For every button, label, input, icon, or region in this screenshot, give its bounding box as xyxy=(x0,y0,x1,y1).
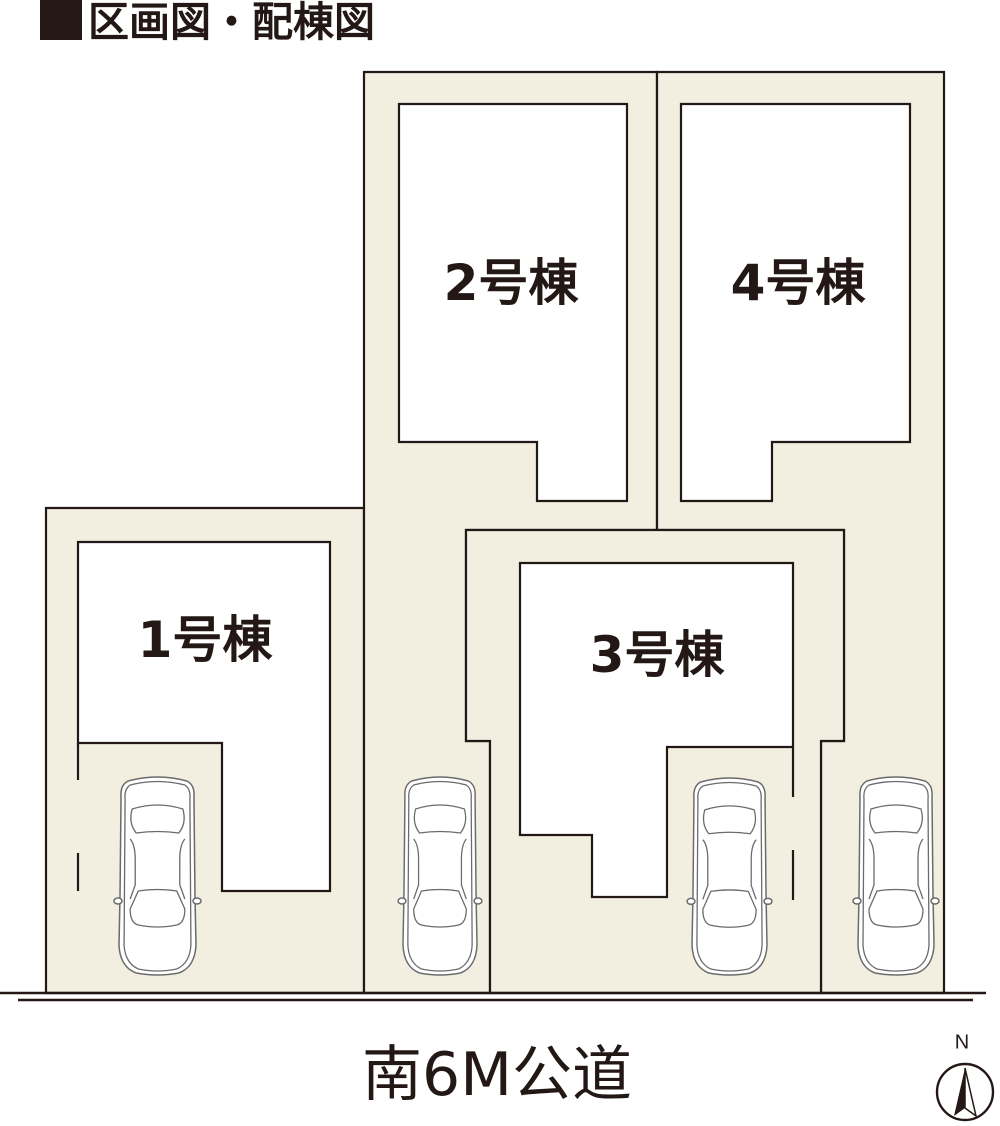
buildings-layer xyxy=(76,102,912,899)
building-2 xyxy=(397,102,629,503)
title-text: 区画図・配棟図 xyxy=(88,0,375,46)
building-4-label: 4号棟 xyxy=(730,254,866,312)
road-label: 南6M公道 xyxy=(362,1040,632,1110)
building-1-label: 1号棟 xyxy=(137,611,273,669)
car-4-icon xyxy=(852,776,940,976)
building-3-label: 3号棟 xyxy=(589,626,725,684)
north-label: N xyxy=(954,1031,970,1054)
building-2-label: 2号棟 xyxy=(443,254,579,312)
road-edge xyxy=(0,991,986,1002)
square-marker-icon xyxy=(40,0,82,40)
car-1-icon xyxy=(113,776,202,976)
building-4 xyxy=(679,102,912,503)
boundary-dashes xyxy=(76,743,795,900)
car-3-icon xyxy=(686,777,773,976)
page-title: 区画図・配棟図 xyxy=(40,0,375,50)
building-3 xyxy=(518,561,795,899)
north-arrow-icon xyxy=(935,1062,995,1122)
car-2-icon xyxy=(397,776,483,976)
parking-spaces xyxy=(113,776,940,976)
